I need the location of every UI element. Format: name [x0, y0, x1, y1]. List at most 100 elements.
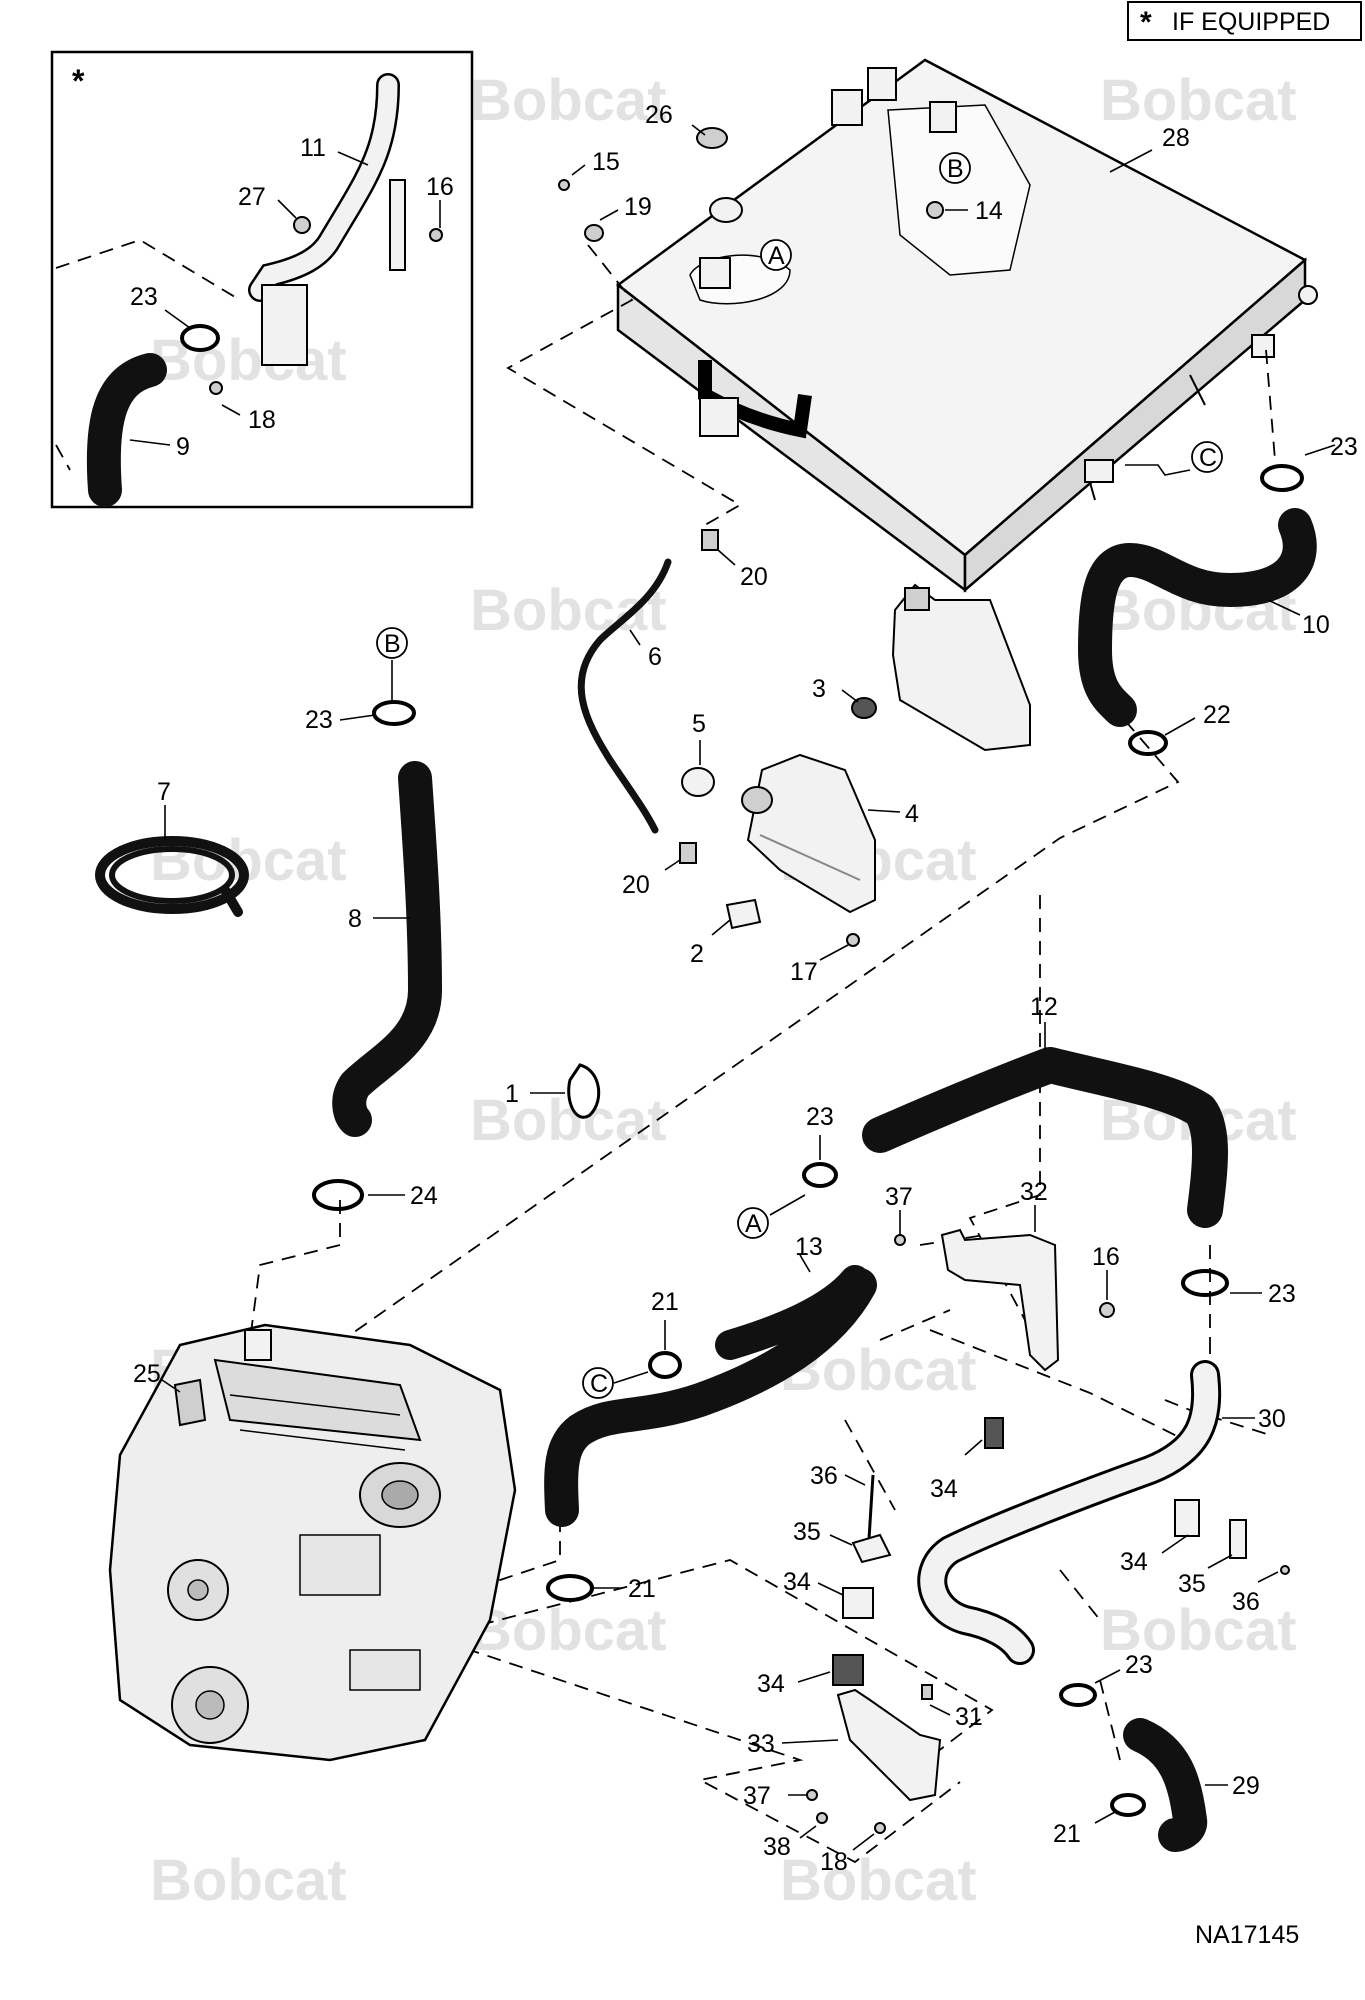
label-32: 32 — [1020, 1178, 1048, 1206]
coil-hose-end — [220, 885, 243, 917]
leader — [221, 404, 241, 416]
label-11: 11 — [300, 134, 326, 162]
radiator-filler-neck — [709, 197, 743, 223]
clamp-23-tube30 — [1059, 1683, 1097, 1707]
clip-31 — [921, 1684, 933, 1700]
label-37-upper: 37 — [885, 1183, 913, 1211]
clamp-23-inset — [180, 324, 220, 352]
engine-fuel-rail — [229, 1394, 401, 1416]
dash-line — [377, 1495, 961, 1864]
clip-34-lower — [832, 1654, 864, 1686]
inset-frame — [50, 50, 474, 509]
label-3: 3 — [812, 675, 826, 703]
radiator-seam — [1189, 374, 1206, 406]
leader — [339, 714, 376, 721]
if-equipped-asterisk: * — [1140, 6, 1152, 39]
label-31: 31 — [955, 1703, 983, 1731]
lower-bracket-group: 36 35 34 34 31 33 37 38 18 34 — [743, 1417, 1004, 1876]
plate-35-left — [851, 1533, 892, 1564]
radiator-port-c — [1084, 459, 1114, 483]
hose-8 — [332, 761, 442, 1137]
dash-line — [506, 244, 742, 526]
callout-a-radiator — [760, 239, 792, 271]
inset-dash-line — [55, 444, 71, 471]
leader — [613, 1371, 649, 1384]
leader — [691, 124, 706, 136]
clamp-23-hose12 — [802, 1162, 838, 1188]
tube-30-group: 30 34 35 36 23 — [917, 1360, 1290, 1707]
hose-13 — [544, 1268, 877, 1527]
label-36-left: 36 — [810, 1462, 838, 1490]
hose-29-group: 29 21 — [1053, 1718, 1260, 1852]
watermark-logo: Bobcat — [1100, 68, 1297, 133]
optional-inset: * 11 16 27 23 18 9 — [50, 50, 474, 509]
label-28: 28 — [1162, 124, 1190, 152]
plug-19 — [584, 224, 604, 242]
clip-34-middle — [842, 1587, 874, 1619]
leader — [929, 1704, 951, 1716]
leader — [964, 1439, 983, 1456]
bolt-36-right — [1280, 1565, 1290, 1575]
label-20-lower: 20 — [622, 871, 650, 899]
tube-30 — [920, 1363, 1219, 1662]
coolant-reservoir: 3 5 4 2 17 — [681, 583, 1031, 986]
dash-line — [479, 1559, 994, 1766]
callout-c-radiator — [1191, 441, 1223, 473]
label-16: 16 — [1092, 1243, 1120, 1271]
hose-6 — [577, 558, 672, 834]
engine-pulley-hub — [187, 1579, 209, 1601]
dash-line — [879, 1309, 951, 1341]
bolt-18 — [874, 1822, 886, 1834]
label-36-right: 36 — [1232, 1588, 1260, 1616]
label-25: 25 — [133, 1360, 161, 1388]
nut-14 — [926, 201, 944, 219]
upper-right-hoses: 23 10 22 — [1078, 433, 1358, 756]
clamp-23-hose8 — [372, 700, 416, 726]
label-23-top-right: 23 — [1330, 433, 1358, 461]
label-7: 7 — [157, 778, 171, 806]
reservoir-cap-5 — [681, 767, 715, 797]
label-10: 10 — [1302, 611, 1330, 639]
label-21-upper: 21 — [651, 1288, 679, 1316]
callout-c-label: C — [1199, 444, 1217, 472]
if-equipped-box: * IF EQUIPPED — [1127, 1, 1362, 41]
label-37-lower: 37 — [743, 1782, 771, 1810]
leader — [781, 1739, 839, 1744]
label-8: 8 — [348, 905, 362, 933]
label-6: 6 — [648, 643, 662, 671]
label-19: 19 — [624, 193, 652, 221]
callout-b-label: B — [947, 155, 964, 183]
clamp-21-upper — [648, 1351, 682, 1379]
engine-housing — [299, 1534, 381, 1596]
engine-crank-hub — [195, 1690, 225, 1720]
inset-dash-line — [55, 239, 241, 301]
bolt-16-inset — [429, 228, 443, 242]
clamp-23-top-right — [1260, 464, 1304, 492]
callout-a-hose — [737, 1207, 769, 1239]
label-23-tube30: 23 — [1125, 1651, 1153, 1679]
overflow-hose: 20 6 20 — [577, 529, 768, 899]
callout-c-hose — [582, 1367, 614, 1399]
drawing-number: NA17145 — [1195, 1921, 1299, 1949]
bolt-16 — [1099, 1302, 1115, 1318]
radiator-outlet-a — [699, 257, 731, 289]
leader — [1161, 1534, 1189, 1554]
clip-34-upper — [984, 1417, 1004, 1449]
leader — [337, 151, 369, 166]
label-34-middle: 34 — [783, 1568, 811, 1596]
label-4: 4 — [905, 800, 919, 828]
leader — [277, 199, 297, 219]
label-14: 14 — [975, 197, 1003, 225]
leader — [161, 1379, 181, 1393]
radiator-cap-26 — [696, 127, 728, 149]
callout-a-label: A — [768, 242, 785, 270]
bracket-32-plate — [940, 1228, 1060, 1372]
decal-2 — [725, 898, 762, 930]
leader — [841, 689, 859, 703]
leader — [817, 1582, 844, 1596]
leader — [867, 809, 901, 813]
clip-34-right — [1174, 1499, 1200, 1537]
engine-sensor-25 — [173, 1378, 207, 1427]
callout-b-hose-label: B — [384, 630, 401, 658]
label-2: 2 — [690, 940, 704, 968]
